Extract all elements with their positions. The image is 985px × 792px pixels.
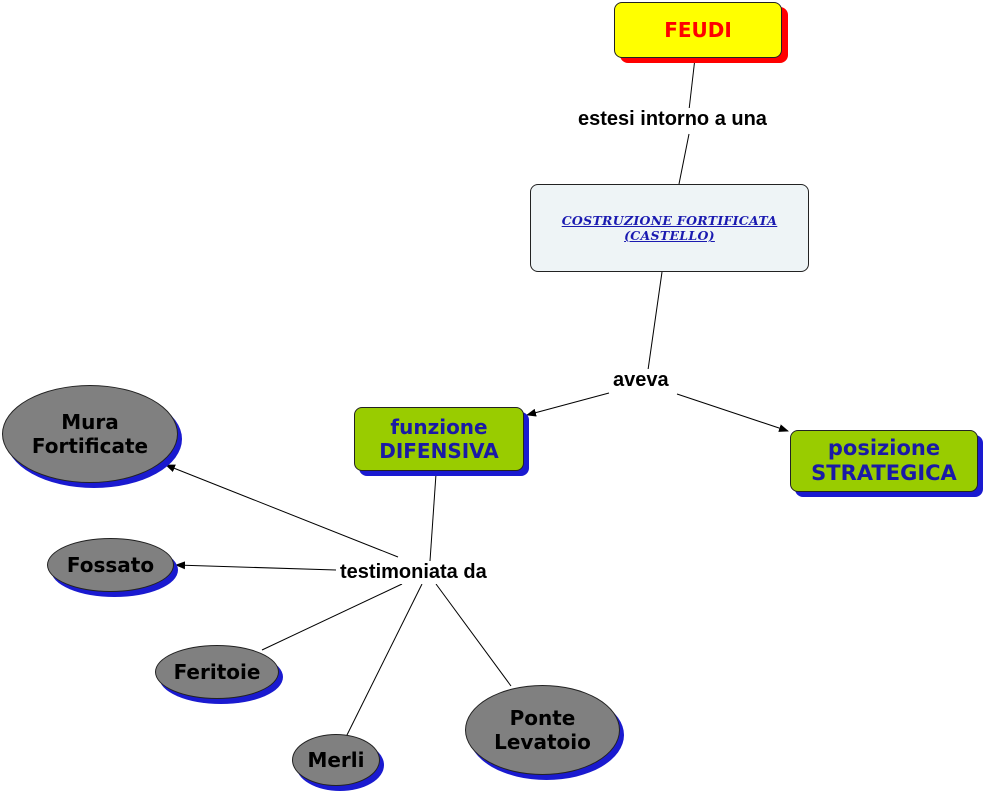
linking-phrase-testimoniata[interactable]: testimoniata da — [338, 561, 489, 584]
node-fossato[interactable]: Fossato — [47, 538, 174, 592]
node-merli[interactable]: Merli — [292, 734, 380, 786]
link-testimoniata-ponte — [435, 583, 512, 687]
node-feritoie[interactable]: Feritoie — [155, 645, 279, 699]
node-feudi-label: FEUDI — [664, 18, 732, 42]
node-feudi[interactable]: FEUDI — [614, 2, 782, 58]
node-mura-fortificate[interactable]: Mura Fortificate — [2, 385, 178, 483]
link-difensiva-testimoniata — [429, 473, 437, 562]
link-testimoniata-mura — [165, 464, 399, 558]
link-aveva-difensiva — [526, 392, 610, 417]
node-mura-line1: Mura — [61, 410, 119, 434]
link-castello-aveva — [647, 271, 663, 371]
link-testimoniata-feritoie — [261, 583, 403, 651]
node-strategica-line2: STRATEGICA — [811, 461, 957, 485]
node-feritoie-label: Feritoie — [173, 660, 261, 684]
link-testimoniata-fossato — [175, 561, 337, 571]
node-castello-line2: (CASTELLO) — [624, 228, 715, 243]
node-costruzione-fortificata[interactable]: COSTRUZIONE FORTIFICATA (CASTELLO) — [530, 184, 809, 272]
node-castello-line1: COSTRUZIONE FORTIFICATA — [561, 213, 778, 228]
node-difensiva-line1: funzione — [390, 415, 488, 439]
link-estesi-castello — [678, 133, 690, 185]
node-ponte-levatoio[interactable]: Ponte Levatoio — [465, 685, 620, 775]
link-testimoniata-merli — [345, 583, 423, 738]
node-funzione-difensiva[interactable]: funzione DIFENSIVA — [354, 407, 524, 471]
linking-phrase-estesi[interactable]: estesi intorno a una — [576, 108, 769, 131]
node-fossato-label: Fossato — [66, 553, 155, 577]
node-strategica-line1: posizione — [827, 435, 941, 460]
link-aveva-strategica — [676, 393, 789, 432]
link-feudi-estesi — [688, 57, 696, 111]
node-merli-label: Merli — [307, 748, 365, 772]
node-ponte-line1: Ponte — [509, 706, 576, 730]
node-difensiva-line2: DIFENSIVA — [379, 439, 499, 463]
linking-phrase-aveva[interactable]: aveva — [611, 369, 671, 392]
node-posizione-strategica[interactable]: posizione STRATEGICA — [790, 430, 978, 492]
node-ponte-line2: Levatoio — [494, 730, 591, 754]
node-mura-line2: Fortificate — [31, 434, 149, 458]
